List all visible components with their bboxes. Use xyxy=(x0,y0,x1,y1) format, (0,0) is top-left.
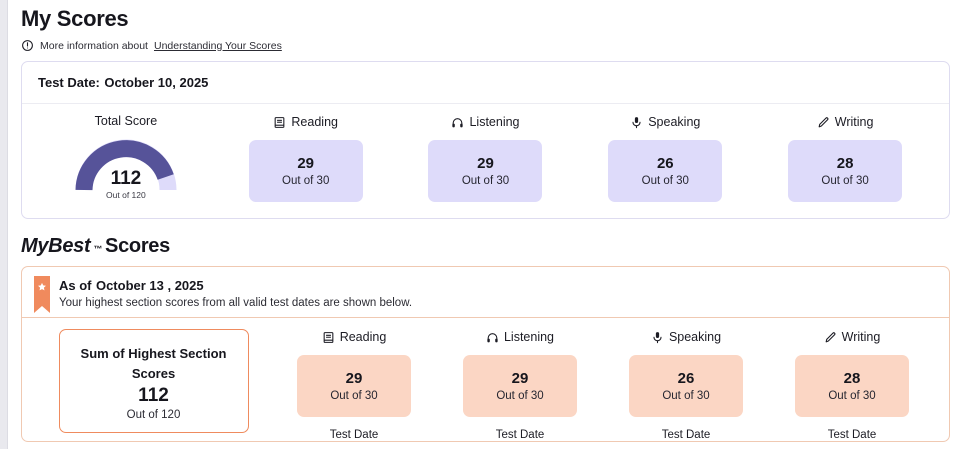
total-score-col: Total Score 112 Out of 120 xyxy=(36,114,216,200)
sum-of-highest-section-scores-card: Sum of Highest Section Scores 112 Out of… xyxy=(58,329,249,433)
total-score-out-of: Out of 120 xyxy=(106,190,146,200)
mybest-label-listening: Listening xyxy=(486,329,554,345)
section-label-listening: Listening xyxy=(451,114,520,130)
mybest-title-suffix: Scores xyxy=(105,235,170,257)
score-out-of: Out of 30 xyxy=(496,390,544,402)
score-out-of: Out of 30 xyxy=(461,175,510,187)
mybest-panel: As of October 13 , 2025 Your highest sec… xyxy=(21,266,950,442)
understanding-your-scores-link[interactable]: Understanding Your Scores xyxy=(153,39,282,52)
mybest-card-writing: 28 Out of 30 xyxy=(795,355,909,417)
mybest-as-of-line: As of October 13 , 2025 xyxy=(59,277,412,295)
sum-card-out-of: Out of 120 xyxy=(126,409,181,421)
section-col-writing: Writing 28 Out of 30 xyxy=(755,114,935,202)
page-title: My Scores xyxy=(21,6,129,31)
book-icon xyxy=(273,116,286,129)
section-col-speaking: Speaking 26 Out of 30 xyxy=(575,114,755,202)
test-date-header: Test Date: October 10, 2025 xyxy=(22,62,949,104)
score-value: 29 xyxy=(477,155,494,172)
mybest-header: As of October 13 , 2025 Your highest sec… xyxy=(22,267,949,318)
section-label-text: Listening xyxy=(469,115,520,129)
total-score-value: 112 xyxy=(110,168,142,190)
score-out-of: Out of 30 xyxy=(828,390,876,402)
section-col-reading: Reading 29 Out of 30 xyxy=(216,114,396,202)
microphone-icon xyxy=(630,116,643,129)
mybest-scores-row: Sum of Highest Section Scores 112 Out of… xyxy=(22,318,949,441)
pencil-icon xyxy=(817,116,830,129)
score-value: 29 xyxy=(511,370,529,387)
mybest-col-writing: Writing 28 Out of 30 Test Date xyxy=(769,329,935,441)
score-out-of: Out of 30 xyxy=(330,390,378,402)
score-card-reading: 29 Out of 30 xyxy=(248,140,363,202)
as-of-label: As of xyxy=(59,278,92,293)
book-icon xyxy=(322,331,335,344)
score-value: 26 xyxy=(677,370,695,387)
my-scores-row: Total Score 112 Out of 120 xyxy=(22,104,949,218)
info-line: More information about Understanding You… xyxy=(21,39,950,52)
as-of-value: October 13 , 2025 xyxy=(95,278,204,293)
mybest-label-text: Writing xyxy=(841,330,881,344)
mybest-label-speaking: Speaking xyxy=(651,329,721,345)
mybest-description: Your highest section scores from all val… xyxy=(59,297,413,309)
total-score-readout: 112 Out of 120 xyxy=(74,169,178,200)
mybest-title: MyBest ™ Scores xyxy=(21,235,950,258)
headphones-icon xyxy=(486,331,499,344)
mybest-trademark: ™ xyxy=(93,244,103,254)
sum-card-value: 112 xyxy=(138,385,169,406)
mybest-label-reading: Reading xyxy=(322,329,387,345)
score-out-of: Out of 30 xyxy=(282,175,330,187)
section-label-reading: Reading xyxy=(273,114,338,130)
total-score-label: Total Score xyxy=(94,114,158,128)
score-value: 26 xyxy=(656,155,674,172)
info-text: More information about xyxy=(40,39,148,52)
test-date-label: Test Date: xyxy=(38,75,100,90)
my-scores-panel: Test Date: October 10, 2025 Total Score … xyxy=(21,61,950,219)
score-value: 29 xyxy=(345,370,363,387)
circle-exclamation-icon xyxy=(21,39,34,52)
section-label-speaking: Speaking xyxy=(630,114,700,130)
score-out-of: Out of 30 xyxy=(641,175,689,187)
pencil-icon xyxy=(824,331,837,344)
test-date-value: October 10, 2025 xyxy=(104,75,209,90)
mybest-title-main: MyBest xyxy=(21,235,91,257)
score-card-writing: 28 Out of 30 xyxy=(788,140,903,202)
mybest-test-date-listening: Test Date xyxy=(495,429,545,441)
mybest-test-date-writing: Test Date xyxy=(827,429,877,441)
score-out-of: Out of 30 xyxy=(662,390,710,402)
mybest-label-text: Reading xyxy=(339,330,387,344)
mybest-card-speaking: 26 Out of 30 xyxy=(629,355,743,417)
mybest-col-listening: Listening 29 Out of 30 Test Date xyxy=(437,329,603,441)
section-label-text: Writing xyxy=(834,115,874,129)
section-label-text: Reading xyxy=(291,115,338,129)
sum-card-title: Sum of Highest Section Scores xyxy=(80,346,227,381)
headphones-icon xyxy=(451,116,464,129)
score-value: 29 xyxy=(297,155,315,172)
section-col-listening: Listening 29 Out of 30 xyxy=(396,114,576,202)
left-gutter xyxy=(0,0,8,449)
star-bookmark-icon xyxy=(34,276,50,313)
mybest-test-date-speaking: Test Date xyxy=(661,429,711,441)
section-label-writing: Writing xyxy=(817,114,874,130)
mybest-label-text: Speaking xyxy=(668,330,722,344)
sum-card-col: Sum of Highest Section Scores 112 Out of… xyxy=(36,329,271,433)
mybest-header-text: As of October 13 , 2025 Your highest sec… xyxy=(59,276,412,309)
section-label-text: Speaking xyxy=(648,115,701,129)
microphone-icon xyxy=(651,331,664,344)
total-score-gauge: 112 Out of 120 xyxy=(74,134,178,200)
mybest-card-reading: 29 Out of 30 xyxy=(297,355,411,417)
mybest-label-writing: Writing xyxy=(824,329,881,345)
score-value: 28 xyxy=(843,370,861,387)
score-value: 28 xyxy=(836,155,854,172)
mybest-test-date-reading: Test Date xyxy=(329,429,379,441)
score-card-speaking: 26 Out of 30 xyxy=(608,140,723,202)
mybest-col-reading: Reading 29 Out of 30 Test Date xyxy=(271,329,437,441)
score-card-listening: 29 Out of 30 xyxy=(428,140,543,202)
score-out-of: Out of 30 xyxy=(821,175,869,187)
mybest-label-text: Listening xyxy=(503,330,555,344)
mybest-card-listening: 29 Out of 30 xyxy=(463,355,577,417)
page-content: My Scores More information about Underst… xyxy=(9,0,960,449)
mybest-col-speaking: Speaking 26 Out of 30 Test Date xyxy=(603,329,769,441)
